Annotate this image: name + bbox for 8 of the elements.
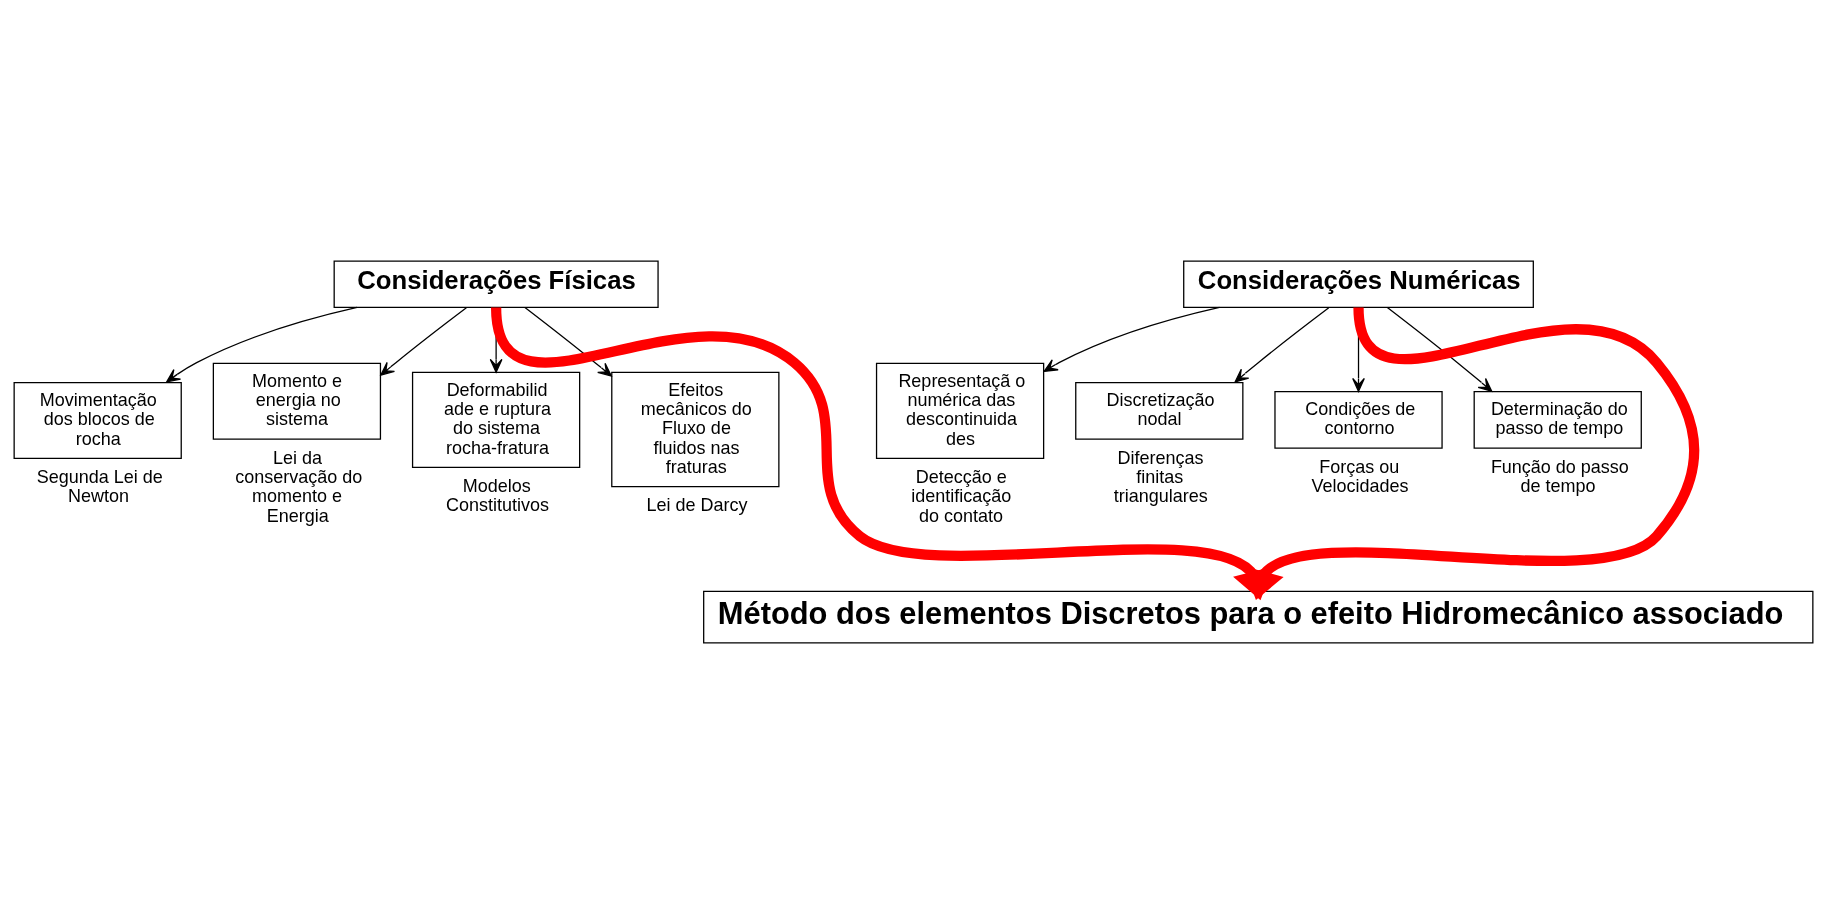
node-label: Forças ou Velocidades — [1311, 456, 1409, 496]
node-label: Lei de Darcy — [646, 494, 748, 515]
node-label: Segunda Lei de Newton — [36, 466, 163, 506]
node-label: Lei da conservação do momento e Energia — [235, 447, 363, 526]
node-label: Detecção e identificação do contato — [911, 466, 1012, 526]
node-label: Diferenças finitas triangulares — [1113, 447, 1208, 506]
node-label: Função do passo de tempo — [1490, 456, 1629, 496]
node-label: Modelos Constitutivos — [445, 475, 549, 515]
